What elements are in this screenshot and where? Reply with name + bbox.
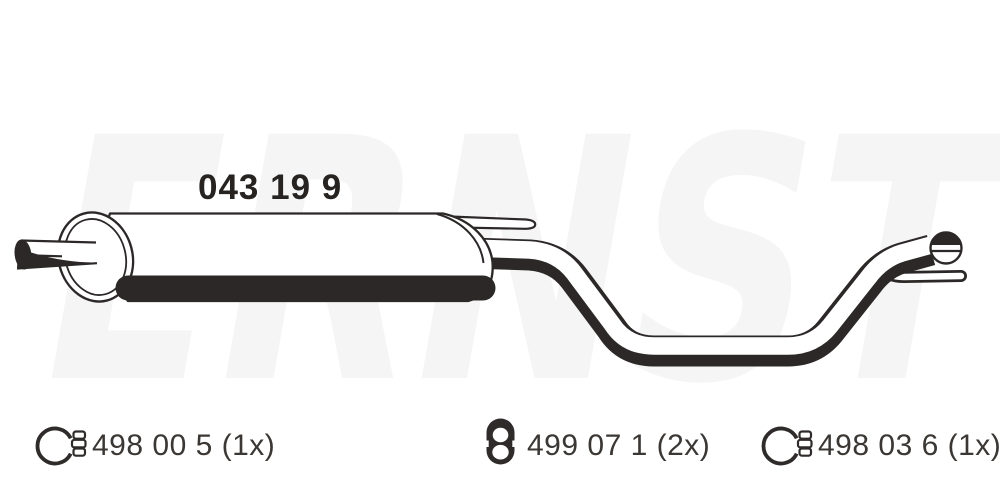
legend-item: 499 07 1 (2x)	[486, 417, 710, 465]
part-qty-label: 499 07 1 (2x)	[527, 429, 711, 462]
part-number-label: 043 19 9	[198, 168, 343, 207]
part-qty-label: 498 03 6 (1x)	[818, 429, 1000, 462]
pipe-clamp-icon	[761, 426, 813, 466]
pipe-clamp-icon	[35, 426, 87, 466]
exhaust-pipe	[469, 235, 936, 367]
legend-item: 498 03 6 (1x)	[754, 417, 1000, 467]
rubber-hanger-icon	[486, 418, 515, 465]
muffler-body	[56, 211, 496, 303]
inlet-pipe	[14, 239, 98, 270]
part-qty-label: 498 00 5 (1x)	[92, 429, 276, 462]
tailpipe-open-end	[929, 231, 963, 265]
legend-item: 498 00 5 (1x)	[28, 417, 275, 467]
